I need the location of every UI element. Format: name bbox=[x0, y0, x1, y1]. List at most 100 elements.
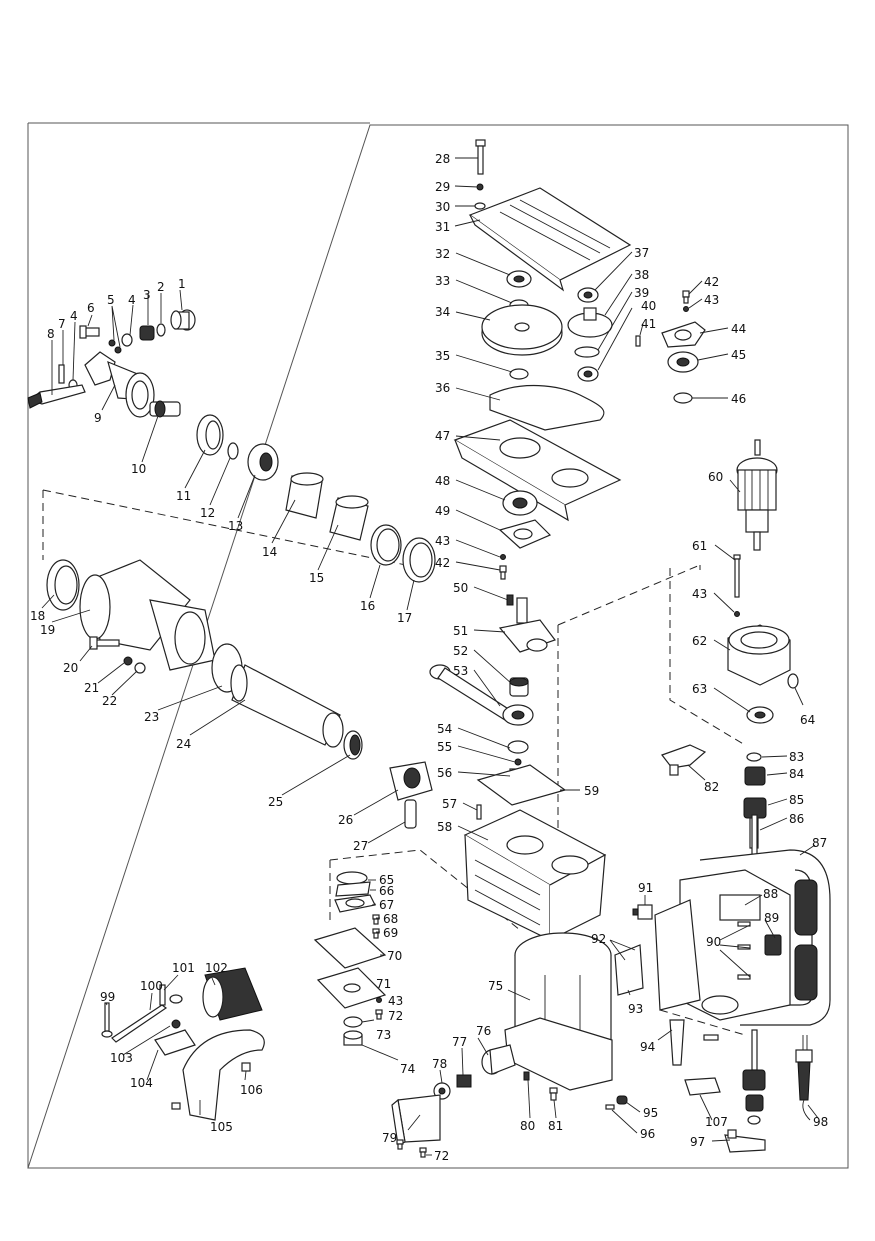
callout-68: 68 bbox=[383, 912, 398, 926]
motor-assembly bbox=[661, 439, 799, 856]
callout-30: 30 bbox=[435, 200, 450, 214]
callout-70: 70 bbox=[387, 949, 402, 963]
callout-90: 90 bbox=[706, 935, 721, 949]
callout-105: 105 bbox=[210, 1120, 233, 1134]
callout-71: 71 bbox=[376, 977, 391, 991]
callout-3: 3 bbox=[143, 288, 151, 302]
part-63-bearing bbox=[746, 706, 774, 724]
part-97-clamp bbox=[724, 1129, 766, 1153]
callout-55: 55 bbox=[437, 740, 452, 754]
part-61-bolt bbox=[733, 554, 741, 598]
part-1-sleeve bbox=[170, 309, 196, 331]
callout-1: 1 bbox=[178, 277, 186, 291]
callout-96: 96 bbox=[640, 1127, 655, 1141]
callout-36: 36 bbox=[435, 381, 450, 395]
callout-106: 106 bbox=[240, 1083, 263, 1097]
part-53-connecting-rod bbox=[429, 664, 534, 726]
part-42-screw bbox=[682, 290, 690, 304]
part-43-washer-b bbox=[500, 554, 506, 560]
callout-65: 65 bbox=[379, 873, 394, 887]
callout-12: 12 bbox=[200, 506, 215, 520]
callout-20: 20 bbox=[63, 661, 78, 675]
callout-95: 95 bbox=[643, 1106, 658, 1120]
part-86-shaft bbox=[751, 814, 758, 856]
callout-92: 92 bbox=[591, 932, 606, 946]
callout-27: 27 bbox=[353, 839, 368, 853]
callout-38: 38 bbox=[634, 268, 649, 282]
part-4-ring bbox=[121, 333, 133, 347]
callout-89: 89 bbox=[764, 911, 779, 925]
part-6-pin bbox=[79, 325, 100, 339]
part-44-plate bbox=[661, 321, 706, 348]
diagram-frame bbox=[27, 122, 849, 1169]
part-72-screw bbox=[375, 1009, 383, 1020]
callout-17: 17 bbox=[397, 611, 412, 625]
chuck-assembly bbox=[27, 309, 436, 829]
callout-23: 23 bbox=[144, 710, 159, 724]
callout-52: 52 bbox=[453, 644, 468, 658]
part-43-washer bbox=[683, 306, 689, 312]
part-60-armature bbox=[736, 439, 778, 551]
part-64-clip bbox=[787, 673, 799, 689]
callout-37: 37 bbox=[634, 246, 649, 260]
gear-assembly bbox=[429, 139, 706, 941]
callout-13: 13 bbox=[228, 519, 243, 533]
callout-32: 32 bbox=[435, 247, 450, 261]
part-101-pin bbox=[159, 984, 166, 1006]
callout-56: 56 bbox=[437, 766, 452, 780]
part-103-nut bbox=[171, 1019, 181, 1029]
callout-42b: 42 bbox=[435, 556, 450, 570]
part-20-screw bbox=[89, 636, 120, 650]
callout-101: 101 bbox=[172, 961, 195, 975]
callout-57: 57 bbox=[442, 797, 457, 811]
part-16-o-ring bbox=[370, 524, 402, 566]
callout-83: 83 bbox=[789, 750, 804, 764]
part-13-hub bbox=[247, 443, 279, 481]
part-100-rod bbox=[111, 1004, 168, 1043]
part-94-pin bbox=[669, 1019, 685, 1066]
callout-72b: 72 bbox=[434, 1149, 449, 1163]
callout-4b: 4 bbox=[70, 309, 78, 323]
part-91-block bbox=[632, 904, 653, 920]
callout-43b: 43 bbox=[435, 534, 450, 548]
callout-6: 6 bbox=[87, 301, 95, 315]
callout-15: 15 bbox=[309, 571, 324, 585]
lower-parts bbox=[101, 871, 813, 1158]
callout-18: 18 bbox=[30, 609, 45, 623]
part-19-barrel bbox=[79, 559, 216, 671]
callout-58: 58 bbox=[437, 820, 452, 834]
callout-67: 67 bbox=[379, 898, 394, 912]
part-58-crank-case bbox=[463, 809, 607, 941]
part-105-clamp-band bbox=[182, 1029, 265, 1121]
part-40-bearing bbox=[577, 366, 599, 382]
callout-43d: 43 bbox=[388, 994, 403, 1008]
callout-28: 28 bbox=[435, 152, 450, 166]
part-47-gear-housing bbox=[453, 419, 622, 522]
callout-49: 49 bbox=[435, 504, 450, 518]
part-43-washer-d bbox=[376, 997, 382, 1003]
callout-34: 34 bbox=[435, 305, 450, 319]
callout-14: 14 bbox=[262, 545, 277, 559]
callout-45: 45 bbox=[731, 348, 746, 362]
callout-69: 69 bbox=[383, 926, 398, 940]
callout-86: 86 bbox=[789, 812, 804, 826]
part-99-bolt bbox=[101, 1002, 113, 1038]
callout-43c: 43 bbox=[692, 587, 707, 601]
part-72-screw-b bbox=[396, 1139, 404, 1150]
callout-31: 31 bbox=[435, 220, 450, 234]
callout-22: 22 bbox=[102, 694, 117, 708]
callout-62: 62 bbox=[692, 634, 707, 648]
callout-labels: 1 2 3 4 4 5 6 7 8 9 10 11 12 13 14 15 16… bbox=[30, 152, 828, 1163]
callout-60: 60 bbox=[708, 470, 723, 484]
callout-98: 98 bbox=[813, 1115, 828, 1129]
part-69-screw bbox=[372, 928, 380, 939]
callout-24: 24 bbox=[176, 737, 191, 751]
callout-40: 40 bbox=[641, 299, 656, 313]
part-74-plug bbox=[343, 1030, 363, 1046]
part-11-ring bbox=[196, 414, 224, 456]
callout-46: 46 bbox=[731, 392, 746, 406]
part-15-sleeve bbox=[329, 495, 369, 541]
part-62-stator bbox=[727, 624, 791, 686]
callout-61: 61 bbox=[692, 539, 707, 553]
